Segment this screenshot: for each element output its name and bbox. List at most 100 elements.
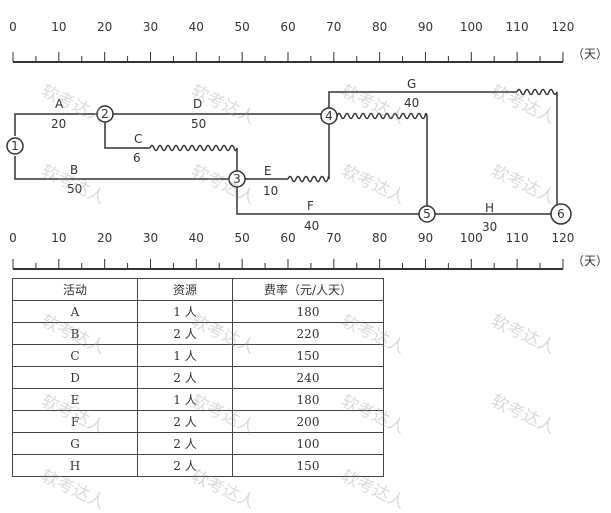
node-4: 4 — [320, 107, 338, 125]
ruler-tick-label: 90 — [418, 20, 433, 34]
label-H: H — [485, 201, 494, 215]
label-D: D — [193, 97, 202, 111]
node-2: 2 — [96, 105, 114, 123]
table-cell: 180 — [232, 300, 384, 323]
ruler-tick-label: 100 — [460, 20, 483, 34]
label-C: C — [134, 132, 142, 146]
ruler-tick-label: 80 — [372, 20, 387, 34]
ruler-unit: （天） — [572, 254, 608, 268]
table-cell: H — [12, 454, 138, 477]
ruler-tick-label: 60 — [280, 20, 295, 34]
table-cell: F — [12, 410, 138, 433]
ruler-tick-label: 10 — [51, 231, 66, 245]
label-E: E — [264, 164, 272, 178]
ruler-tick-label: 50 — [235, 20, 250, 34]
table-cell: C — [12, 344, 138, 367]
edge-B — [14, 156, 229, 180]
table-cell: 2 人 — [137, 432, 233, 455]
table-cell: B — [12, 322, 138, 345]
label-A: A — [55, 97, 64, 111]
ruler-tick-label: 40 — [189, 231, 204, 245]
ruler-tick-label: 0 — [9, 231, 17, 245]
table-cell: A — [12, 300, 138, 323]
duration-F: 40 — [304, 219, 319, 233]
table-cell: 220 — [232, 322, 384, 345]
table-cell: G — [12, 432, 138, 455]
table-cell: 2 人 — [137, 322, 233, 345]
svg-text:5: 5 — [423, 207, 431, 221]
svg-text:1: 1 — [11, 139, 19, 153]
table-cell: D — [12, 366, 138, 389]
label-B: B — [70, 163, 78, 177]
edge-A — [14, 113, 97, 136]
table-cell: 150 — [232, 454, 384, 477]
table-cell: 1 人 — [137, 344, 233, 367]
header-resource: 资源 — [137, 278, 233, 301]
table-cell: 200 — [232, 410, 384, 433]
ruler-tick-label: 70 — [326, 231, 341, 245]
duration-G: 40 — [404, 96, 419, 110]
table-cell: 180 — [232, 388, 384, 411]
svg-text:3: 3 — [233, 172, 241, 186]
ruler-tick-label: 110 — [506, 231, 529, 245]
edge-C — [104, 122, 150, 149]
node-1: 1 — [6, 137, 24, 155]
node-6: 6 — [550, 203, 572, 225]
ruler-tick-label: 110 — [506, 20, 529, 34]
ruler-tick-label: 100 — [460, 231, 483, 245]
table-cell: 1 人 — [137, 300, 233, 323]
label-G: G — [407, 77, 416, 91]
edge-F — [236, 187, 419, 215]
edge-G — [328, 91, 517, 108]
ruler-tick-label: 30 — [143, 231, 158, 245]
header-activity: 活动 — [12, 278, 138, 301]
time-ruler-bottom: 0 10 20 30 40 50 60 70 80 90 100 110 120 （天） — [9, 231, 608, 270]
duration-E: 10 — [263, 184, 278, 198]
ruler-tick-label: 10 — [51, 20, 66, 34]
float-G — [516, 88, 558, 96]
float-C — [149, 144, 238, 152]
table-cell: 150 — [232, 344, 384, 367]
label-F: F — [307, 199, 314, 213]
table-cell: 2 人 — [137, 410, 233, 433]
duration-B: 50 — [67, 182, 82, 196]
ruler-tick-label: 20 — [97, 231, 112, 245]
ruler-tick-label: 60 — [280, 231, 295, 245]
duration-D: 50 — [191, 117, 206, 131]
table-cell: E — [12, 388, 138, 411]
duration-H: 30 — [482, 220, 497, 234]
table-cell: 2 人 — [137, 366, 233, 389]
float-4-5 — [336, 112, 428, 120]
header-rate: 费率（元/人天） — [232, 278, 384, 301]
svg-text:2: 2 — [101, 107, 109, 121]
float-E — [287, 175, 330, 183]
table-cell: 240 — [232, 366, 384, 389]
ruler-tick-label: 20 — [97, 20, 112, 34]
table-cell: 1 人 — [137, 388, 233, 411]
ruler-tick-label: 50 — [235, 231, 250, 245]
ruler-tick-label: 40 — [189, 20, 204, 34]
svg-text:4: 4 — [325, 109, 333, 123]
node-5: 5 — [418, 205, 436, 223]
ruler-tick-label: 90 — [418, 231, 433, 245]
duration-A: 20 — [51, 117, 66, 131]
node-3: 3 — [228, 170, 246, 188]
ruler-unit: （天） — [572, 47, 608, 61]
ruler-tick-label: 120 — [552, 231, 575, 245]
table-cell: 100 — [232, 432, 384, 455]
ruler-tick-label: 30 — [143, 20, 158, 34]
ruler-tick-label: 80 — [372, 231, 387, 245]
ruler-tick-label: 0 — [9, 20, 17, 34]
ruler-tick-label: 70 — [326, 20, 341, 34]
